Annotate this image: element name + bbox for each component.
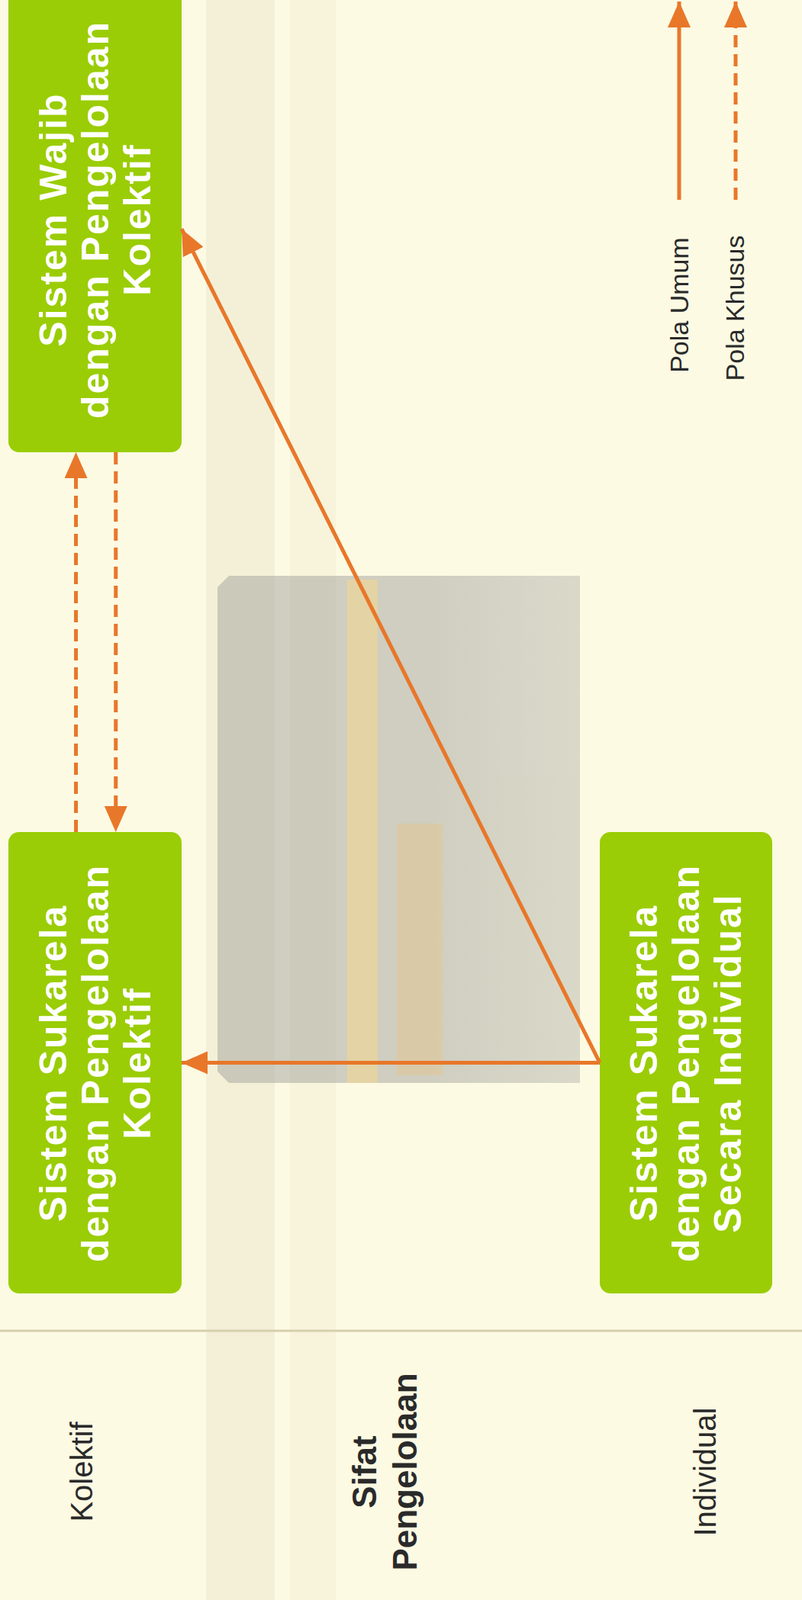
solid-arrow (181, 228, 600, 1063)
solid-arrow (181, 1061, 600, 1066)
system-box: Sistem Sukarela dengan Pengelolaan Secar… (599, 832, 773, 1295)
legend-solid-sample (677, 1, 682, 200)
legend-text: Pola Khusus (719, 235, 751, 382)
dashed-arrow (113, 452, 118, 833)
axis-label: Kolektif (63, 1422, 100, 1523)
box-label: Sistem Wajib dengan Pengelolaan Kolektif (32, 19, 158, 422)
box-label: Sistem Sukarela dengan Pengelolaan Kolek… (32, 862, 158, 1265)
box-label: Sistem Sukarela dengan Pengelolaan Secar… (623, 862, 750, 1265)
dashed-arrow (74, 452, 78, 833)
system-box: Sistem Sukarela dengan Pengelolaan Kolek… (8, 832, 182, 1295)
axis-label: Individual (686, 1407, 724, 1537)
divider-line (0, 1330, 802, 1334)
axis-label: Sifat Pengelolaan (344, 1358, 426, 1588)
system-box: Sistem Wajib dengan Pengelolaan Kolektif (8, 0, 182, 453)
legend-dashed-sample (734, 1, 738, 200)
legend-text: Pola Umum (663, 237, 696, 374)
